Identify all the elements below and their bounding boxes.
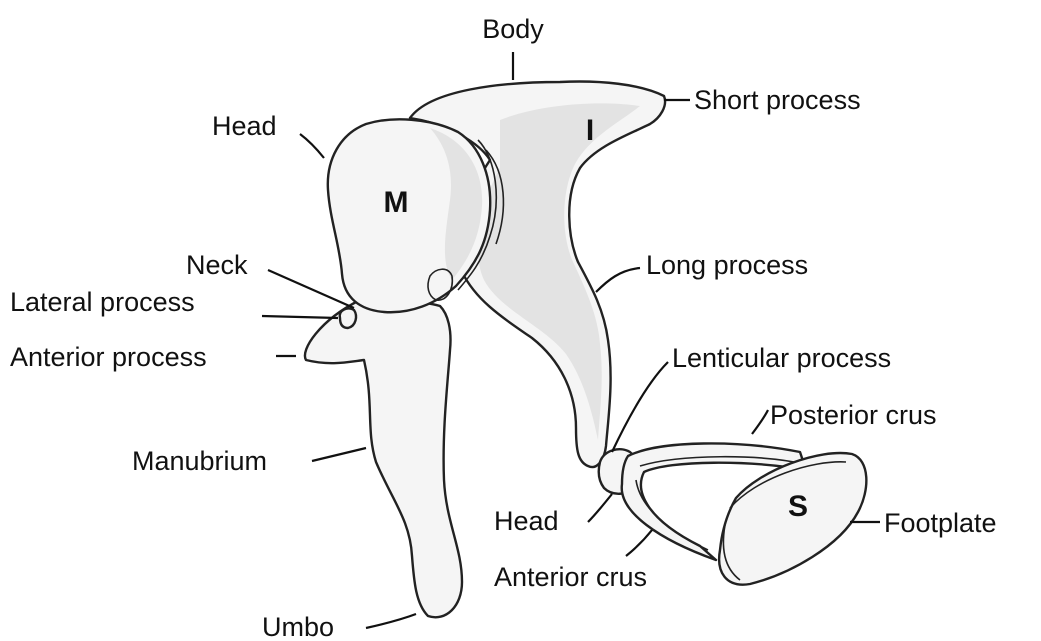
leader-incus-head xyxy=(300,134,324,158)
label-footplate: Footplate xyxy=(884,508,997,538)
label-umbo: Umbo xyxy=(262,612,334,641)
stapes-letter: S xyxy=(788,490,808,523)
leader-umbo xyxy=(366,614,416,628)
incus-letter: I xyxy=(586,114,594,147)
label-short-process: Short process xyxy=(694,85,861,115)
label-incus-head: Head xyxy=(212,111,277,141)
leader-stapes-head xyxy=(588,494,612,522)
label-anterior-crus: Anterior crus xyxy=(494,562,647,592)
label-stapes-head: Head xyxy=(494,506,559,536)
label-neck: Neck xyxy=(186,250,248,280)
leader-anterior-crus xyxy=(626,530,652,556)
label-posterior-crus: Posterior crus xyxy=(770,400,937,430)
label-anterior-process: Anterior process xyxy=(10,342,207,372)
malleus-letter: M xyxy=(384,186,409,219)
label-long-process: Long process xyxy=(646,250,808,280)
leader-lateral-process xyxy=(262,316,338,318)
label-manubrium: Manubrium xyxy=(132,446,267,476)
label-lateral-process: Lateral process xyxy=(10,287,195,317)
leader-lenticular-process xyxy=(612,362,668,452)
leader-manubrium xyxy=(312,448,366,461)
label-lenticular-process: Lenticular process xyxy=(672,343,891,373)
leader-long-process xyxy=(596,268,640,292)
leader-posterior-crus xyxy=(752,410,768,434)
label-body: Body xyxy=(482,14,544,44)
